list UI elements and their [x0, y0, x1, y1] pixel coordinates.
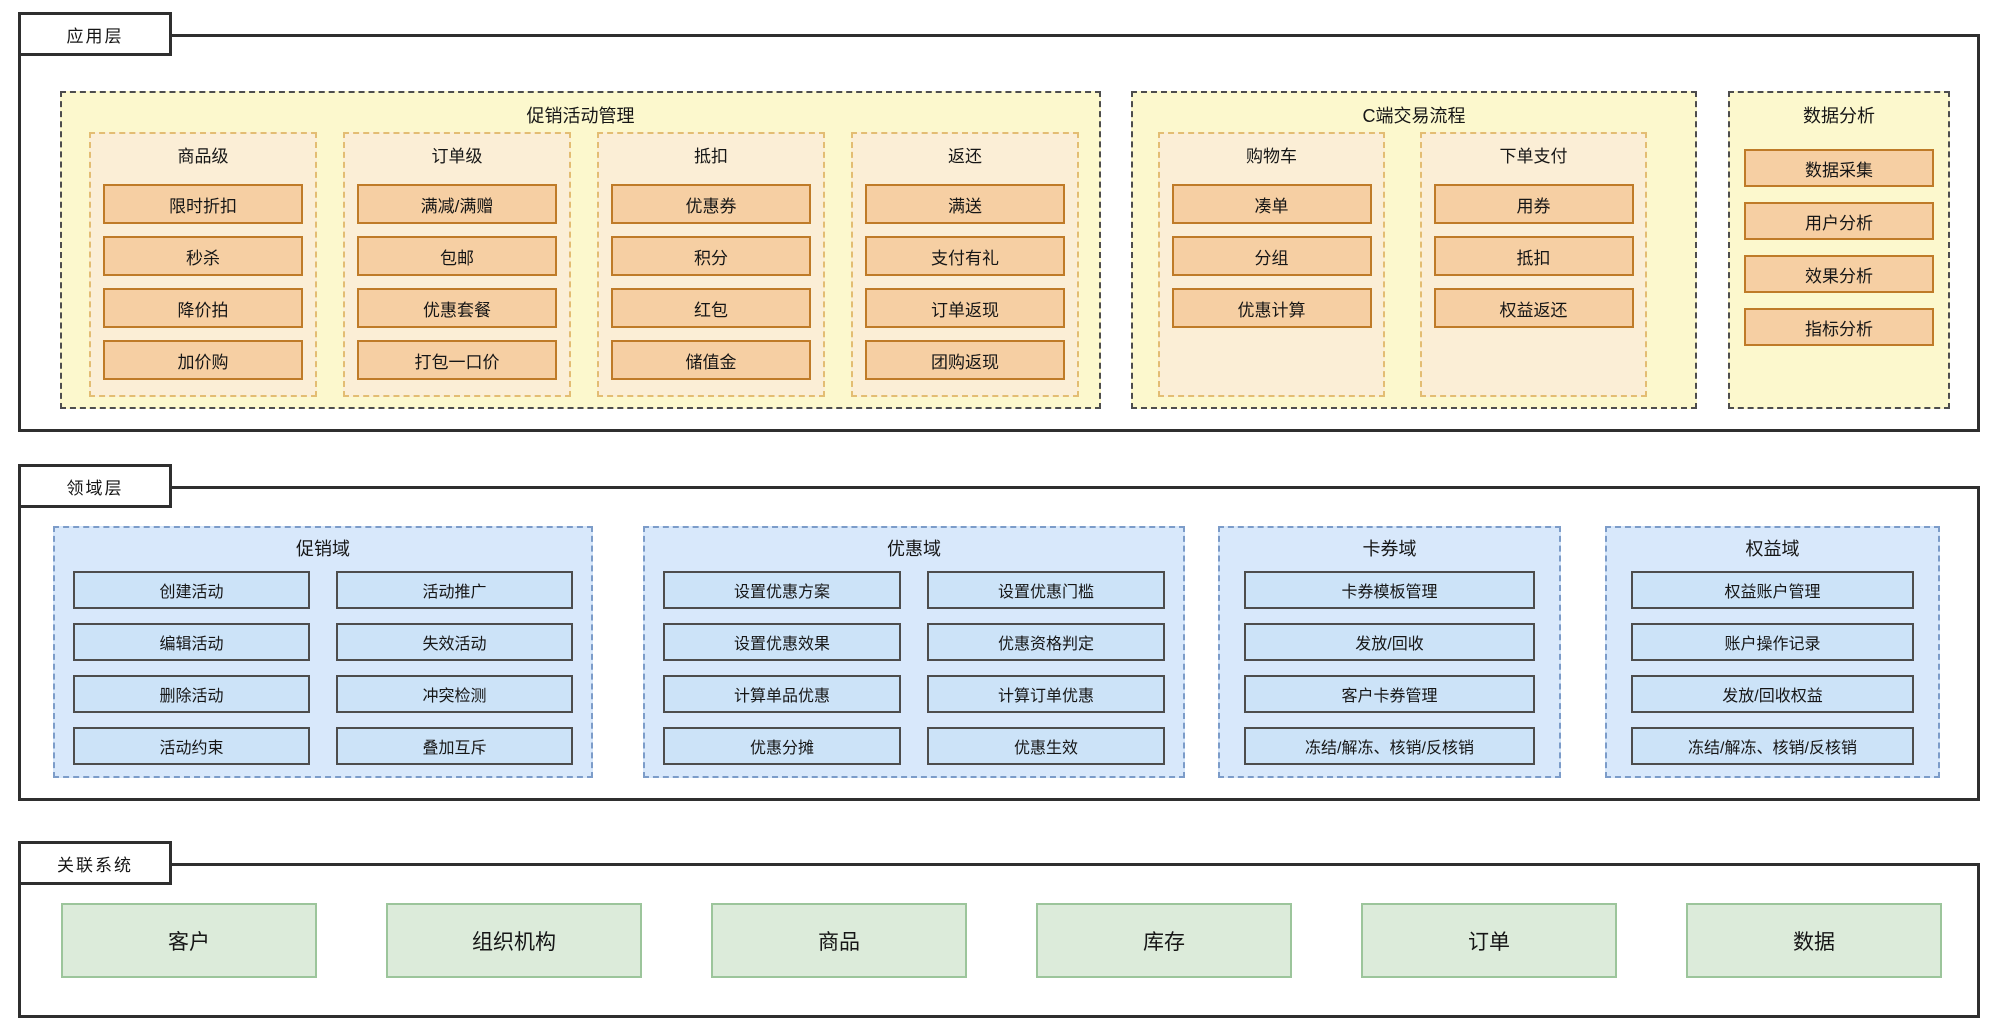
system-node-inventory: 库存	[1036, 903, 1292, 978]
diagram-node: 用券	[1433, 184, 1634, 224]
system-node-product: 商品	[711, 903, 967, 978]
diagram-node: 优惠资格判定	[927, 623, 1165, 661]
system-node-customer: 客户	[61, 903, 317, 978]
diagram-node: 团购返现	[865, 340, 1065, 380]
diagram-node: 设置优惠方案	[663, 571, 901, 609]
deduction-header: 抵扣	[694, 147, 728, 166]
product-level-header: 商品级	[177, 147, 229, 166]
diagram-node: 限时折扣	[103, 184, 303, 224]
rights-domain-title: 权益域	[1745, 539, 1800, 559]
diagram-node: 活动约束	[73, 727, 310, 765]
coupon-domain-title: 卡券域	[1362, 539, 1417, 559]
data-analysis-title: 数据分析	[1803, 106, 1875, 126]
discount-domain-title: 优惠域	[887, 539, 941, 559]
promotion-domain-group: 促销域 创建活动 活动推广 编辑活动 失效活动 删除活动 冲突检测 活动约束 叠…	[53, 526, 593, 778]
diagram-node: 叠加互斥	[336, 727, 573, 765]
shopping-cart-header: 购物车	[1246, 147, 1297, 166]
diagram-node: 指标分析	[1744, 308, 1934, 346]
diagram-node: 卡券模板管理	[1244, 571, 1535, 609]
diagram-node: 账户操作记录	[1631, 623, 1914, 661]
diagram-node: 凑单	[1171, 184, 1372, 224]
diagram-node: 优惠计算	[1171, 288, 1372, 328]
promotion-management-title: 促销活动管理	[526, 106, 635, 126]
diagram-node: 设置优惠效果	[663, 623, 901, 661]
diagram-node: 积分	[611, 236, 811, 276]
order-level-header: 订单级	[431, 147, 483, 166]
diagram-node: 加价购	[103, 340, 303, 380]
diagram-node: 客户卡券管理	[1244, 675, 1535, 713]
order-payment-header: 下单支付	[1499, 147, 1568, 166]
diagram-node: 发放/回收权益	[1631, 675, 1914, 713]
diagram-node: 优惠分摊	[663, 727, 901, 765]
diagram-node: 创建活动	[73, 571, 310, 609]
diagram-node: 冻结/解冻、核销/反核销	[1631, 727, 1914, 765]
order-payment-column: 下单支付 用券 抵扣 权益返还	[1420, 132, 1647, 397]
diagram-node: 红包	[611, 288, 811, 328]
diagram-node: 支付有礼	[865, 236, 1065, 276]
related-systems-tab: 关联系统	[18, 841, 172, 885]
diagram-node: 冲突检测	[336, 675, 573, 713]
diagram-node: 编辑活动	[73, 623, 310, 661]
domain-layer-tab: 领域层	[18, 464, 172, 508]
diagram-node: 冻结/解冻、核销/反核销	[1244, 727, 1535, 765]
application-layer-tab: 应用层	[18, 12, 172, 56]
application-layer-section: 促销活动管理 商品级 限时折扣 秒杀 降价拍 加价购 订单级 满减/满赠 包邮 …	[18, 34, 1980, 432]
diagram-node: 活动推广	[336, 571, 573, 609]
diagram-node: 满减/满赠	[357, 184, 557, 224]
diagram-node: 计算单品优惠	[663, 675, 901, 713]
promotion-domain-title: 促销域	[296, 539, 350, 559]
data-analysis-group: 数据分析 数据采集 用户分析 效果分析 指标分析	[1728, 91, 1950, 409]
system-node-data: 数据	[1686, 903, 1942, 978]
system-node-organization: 组织机构	[386, 903, 642, 978]
diagram-node: 计算订单优惠	[927, 675, 1165, 713]
diagram-node: 优惠券	[611, 184, 811, 224]
product-level-column: 商品级 限时折扣 秒杀 降价拍 加价购	[89, 132, 317, 397]
diagram-node: 抵扣	[1433, 236, 1634, 276]
diagram-node: 权益返还	[1433, 288, 1634, 328]
return-column: 返还 满送 支付有礼 订单返现 团购返现	[851, 132, 1079, 397]
diagram-node: 分组	[1171, 236, 1372, 276]
diagram-node: 优惠套餐	[357, 288, 557, 328]
diagram-node: 订单返现	[865, 288, 1065, 328]
diagram-node: 数据采集	[1744, 149, 1934, 187]
diagram-node: 储值金	[611, 340, 811, 380]
diagram-node: 权益账户管理	[1631, 571, 1914, 609]
diagram-node: 效果分析	[1744, 255, 1934, 293]
rights-domain-group: 权益域 权益账户管理 账户操作记录 发放/回收权益 冻结/解冻、核销/反核销	[1605, 526, 1940, 778]
return-header: 返还	[948, 147, 982, 166]
diagram-node: 设置优惠门槛	[927, 571, 1165, 609]
diagram-node: 优惠生效	[927, 727, 1165, 765]
diagram-node: 发放/回收	[1244, 623, 1535, 661]
c-side-transaction-title: C端交易流程	[1362, 106, 1466, 126]
diagram-node: 用户分析	[1744, 202, 1934, 240]
c-side-transaction-group: C端交易流程 购物车 凑单 分组 优惠计算 下单支付 用券 抵扣 权益返还	[1131, 91, 1697, 409]
system-node-order: 订单	[1361, 903, 1617, 978]
promotion-management-group: 促销活动管理 商品级 限时折扣 秒杀 降价拍 加价购 订单级 满减/满赠 包邮 …	[60, 91, 1101, 409]
discount-domain-group: 优惠域 设置优惠方案 设置优惠门槛 设置优惠效果 优惠资格判定 计算单品优惠 计…	[643, 526, 1185, 778]
diagram-node: 秒杀	[103, 236, 303, 276]
diagram-node: 满送	[865, 184, 1065, 224]
shopping-cart-column: 购物车 凑单 分组 优惠计算	[1158, 132, 1385, 397]
coupon-domain-group: 卡券域 卡券模板管理 发放/回收 客户卡券管理 冻结/解冻、核销/反核销	[1218, 526, 1561, 778]
deduction-column: 抵扣 优惠券 积分 红包 储值金	[597, 132, 825, 397]
domain-layer-section: 促销域 创建活动 活动推广 编辑活动 失效活动 删除活动 冲突检测 活动约束 叠…	[18, 486, 1980, 801]
diagram-node: 打包一口价	[357, 340, 557, 380]
order-level-column: 订单级 满减/满赠 包邮 优惠套餐 打包一口价	[343, 132, 571, 397]
diagram-node: 包邮	[357, 236, 557, 276]
diagram-node: 失效活动	[336, 623, 573, 661]
diagram-node: 删除活动	[73, 675, 310, 713]
diagram-node: 降价拍	[103, 288, 303, 328]
related-systems-section: 客户 组织机构 商品 库存 订单 数据	[18, 863, 1980, 1018]
